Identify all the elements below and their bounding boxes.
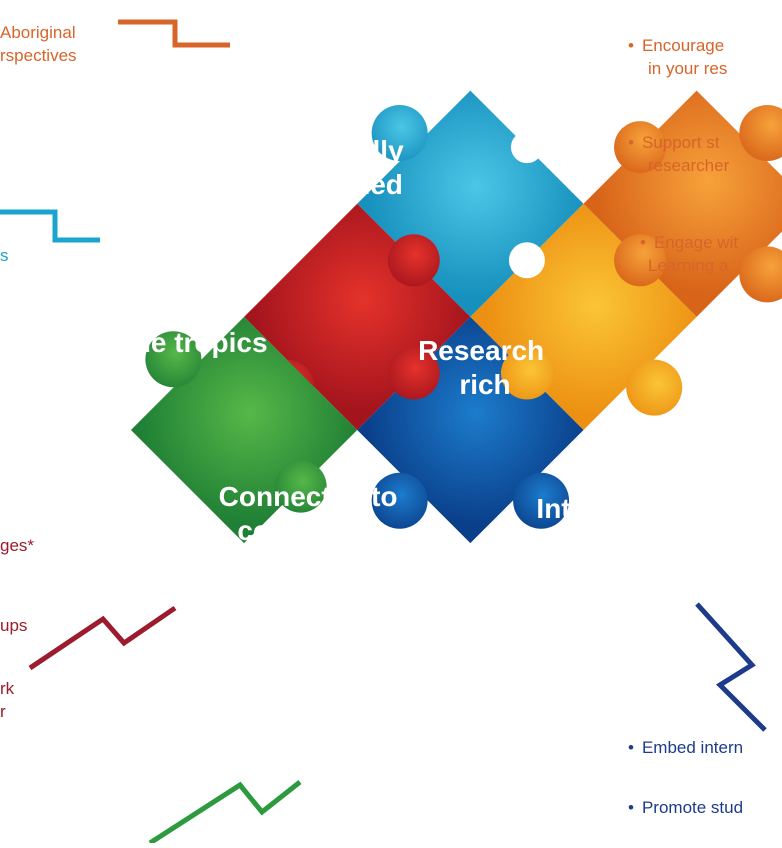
top-right-bullet-3: •Engage wit Learning a	[640, 233, 739, 275]
blue-connector	[695, 602, 767, 732]
cyan-left-text: s	[0, 246, 9, 265]
top-right-bullet-2: •Support st researcher	[628, 133, 730, 175]
top-left-line-1: Aboriginal	[0, 23, 76, 42]
red-left-text-2: ups	[0, 616, 28, 635]
bottom-right-bullet-1: •Embed intern	[628, 738, 744, 757]
knob-hole	[508, 242, 545, 279]
green-connector	[148, 780, 302, 846]
top-left-line-2: rspectives	[0, 45, 77, 65]
knob-hole	[510, 131, 543, 164]
label-student: Student focussed	[396, 647, 519, 712]
label-culturally: Culturally informed	[275, 135, 412, 200]
label-research: Research rich	[418, 335, 552, 400]
label-international: Internationally engaged	[536, 493, 735, 558]
red-connector	[28, 605, 177, 671]
top-right-bullet-1: •Encourage in your res	[628, 36, 728, 78]
red-left-text-3: rk r	[0, 679, 15, 721]
orange-connector	[118, 19, 230, 48]
label-tropics: Focussed on the tropics	[82, 293, 267, 358]
bottom-right-bullet-2: •Promote stud	[628, 798, 744, 817]
top-left-text: Aboriginal rspectives	[0, 22, 77, 68]
label-community: Connected to community	[219, 481, 406, 546]
cyan-connector	[0, 209, 100, 243]
red-left-text-1: ges*	[0, 536, 35, 555]
